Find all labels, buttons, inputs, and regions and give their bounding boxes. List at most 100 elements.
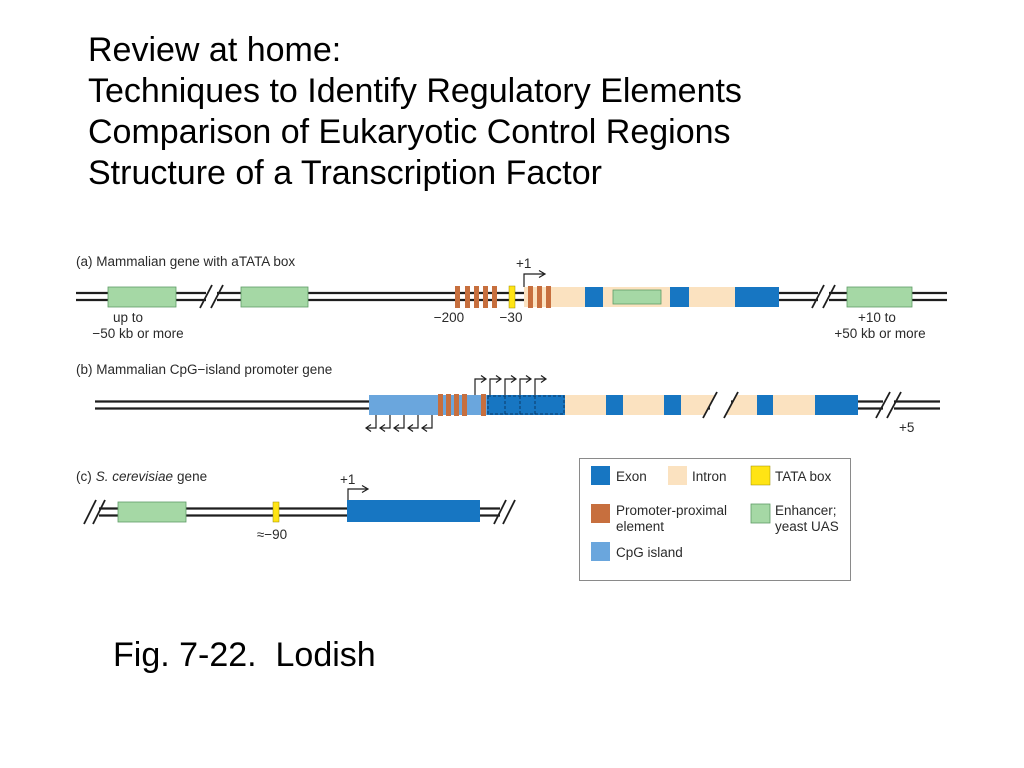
start-site-arrow xyxy=(523,269,547,287)
promoter-proximal-element xyxy=(474,286,479,308)
legend: Exon Intron TATA box Promoter-proximal e… xyxy=(579,458,851,581)
legend-swatch-intron xyxy=(668,466,687,485)
reverse-start-arrow xyxy=(378,415,391,432)
upstream-distance-label: up to xyxy=(113,310,143,325)
upstream-activating-sequence xyxy=(117,501,187,523)
break-mark xyxy=(822,284,836,309)
enhancer-upstream xyxy=(240,286,309,308)
forward-start-arrow xyxy=(474,375,488,395)
start-site-label: +1 xyxy=(340,472,355,487)
promoter-proximal-element xyxy=(465,286,470,308)
legend-swatch-tata-box xyxy=(750,465,771,486)
title-line-techniques: Techniques to Identify Regulatory Elemen… xyxy=(88,72,742,110)
break-mark xyxy=(886,391,902,419)
legend-label-tata-box: TATA box xyxy=(775,469,832,484)
promoter-proximal-element xyxy=(462,394,467,416)
intron xyxy=(689,287,735,307)
forward-start-arrow xyxy=(519,375,533,395)
panel-b-label: (b) Mammalian CpG−island promoter gene xyxy=(76,362,332,377)
tata-position-label: ≈−90 xyxy=(257,527,287,542)
promoter-proximal-element xyxy=(446,394,451,416)
title-line-comparison: Comparison of Eukaryotic Control Regions xyxy=(88,113,731,151)
legend-label-promoter-proximal: element xyxy=(616,519,664,534)
title-line-structure: Structure of a Transcription Factor xyxy=(88,154,602,192)
forward-start-arrow xyxy=(534,375,548,395)
legend-frame xyxy=(579,458,851,581)
end-position-label: +5 xyxy=(899,420,914,435)
forward-start-arrow xyxy=(489,375,503,395)
legend-label-enhancer: yeast UAS xyxy=(775,519,839,534)
exon-last xyxy=(815,395,858,415)
break-mark xyxy=(723,391,739,419)
promoter-proximal-element xyxy=(537,286,542,308)
panel-c-label: (c) S. cerevisiae gene xyxy=(76,469,207,484)
promoter-proximal-element xyxy=(455,286,460,308)
tata-position-label: −30 xyxy=(500,310,523,325)
panel-a: (a) Mammalian gene with aTATA box +1 xyxy=(76,254,947,341)
exon xyxy=(585,287,603,307)
panel-a-label: (a) Mammalian gene with aTATA box xyxy=(76,254,295,269)
enhancer-upstream xyxy=(107,286,177,308)
panel-c-label-suffix: gene xyxy=(177,469,207,484)
downstream-distance-label: +10 to xyxy=(858,310,896,325)
break-mark xyxy=(210,284,224,309)
legend-label-promoter-proximal: Promoter-proximal xyxy=(616,503,727,518)
promoter-proximal-element xyxy=(438,394,443,416)
break-mark xyxy=(502,499,516,525)
title-line-review: Review at home: xyxy=(88,31,342,69)
legend-swatch-exon xyxy=(591,466,610,485)
legend-label-exon: Exon xyxy=(616,469,647,484)
slide-title: Review at home: Techniques to Identify R… xyxy=(88,30,742,194)
panel-c-label-prefix: (c) xyxy=(76,469,92,484)
exon xyxy=(664,395,681,415)
panel-b: (b) Mammalian CpG−island promoter gene xyxy=(76,362,940,435)
intron xyxy=(623,395,664,415)
promoter-proximal-element xyxy=(481,394,486,416)
legend-swatch-enhancer xyxy=(750,503,771,524)
panel-c: (c) S. cerevisiae gene +1 ≈−90 xyxy=(76,469,516,542)
intron xyxy=(565,395,606,415)
alternative-start-outline xyxy=(487,395,565,415)
enhancer-intronic xyxy=(612,289,662,305)
break-mark xyxy=(92,499,106,525)
exon xyxy=(606,395,623,415)
reverse-start-arrow xyxy=(364,415,377,432)
transcribed-region xyxy=(524,287,585,307)
break-mark xyxy=(702,391,718,419)
promoter-proximal-element xyxy=(528,286,533,308)
exon xyxy=(735,287,779,307)
legend-swatch-promoter-proximal xyxy=(591,504,610,523)
tata-box xyxy=(508,285,516,309)
reverse-start-arrow xyxy=(406,415,419,432)
break-mark xyxy=(199,284,213,309)
promoter-proximal-element xyxy=(454,394,459,416)
exon xyxy=(347,500,480,522)
start-site-label: +1 xyxy=(516,256,531,271)
enhancer-downstream xyxy=(846,286,913,308)
intron xyxy=(725,395,757,415)
break-mark xyxy=(875,391,891,419)
break-mark xyxy=(493,499,507,525)
promoter-proximal-element xyxy=(492,286,497,308)
forward-start-arrow xyxy=(504,375,518,395)
legend-label-intron: Intron xyxy=(692,469,727,484)
downstream-distance-label: +50 kb or more xyxy=(834,326,925,341)
legend-label-enhancer: Enhancer; xyxy=(775,503,837,518)
upstream-distance-label: −50 kb or more xyxy=(92,326,183,341)
promoter-proximal-element xyxy=(483,286,488,308)
tata-box xyxy=(272,501,280,523)
exon xyxy=(757,395,773,415)
exon-first xyxy=(487,395,565,415)
exon xyxy=(670,287,689,307)
break-mark xyxy=(811,284,825,309)
break-mark xyxy=(83,499,97,525)
reverse-start-arrow xyxy=(392,415,405,432)
promoter-proximal-element xyxy=(546,286,551,308)
figure-caption: Fig. 7-22. Lodish xyxy=(113,636,376,674)
legend-swatch-cpg-island xyxy=(591,542,610,561)
promoter-position-label: −200 xyxy=(434,310,464,325)
intron xyxy=(773,395,815,415)
legend-label-cpg-island: CpG island xyxy=(616,545,683,560)
species-name: S. cerevisiae xyxy=(96,469,173,484)
